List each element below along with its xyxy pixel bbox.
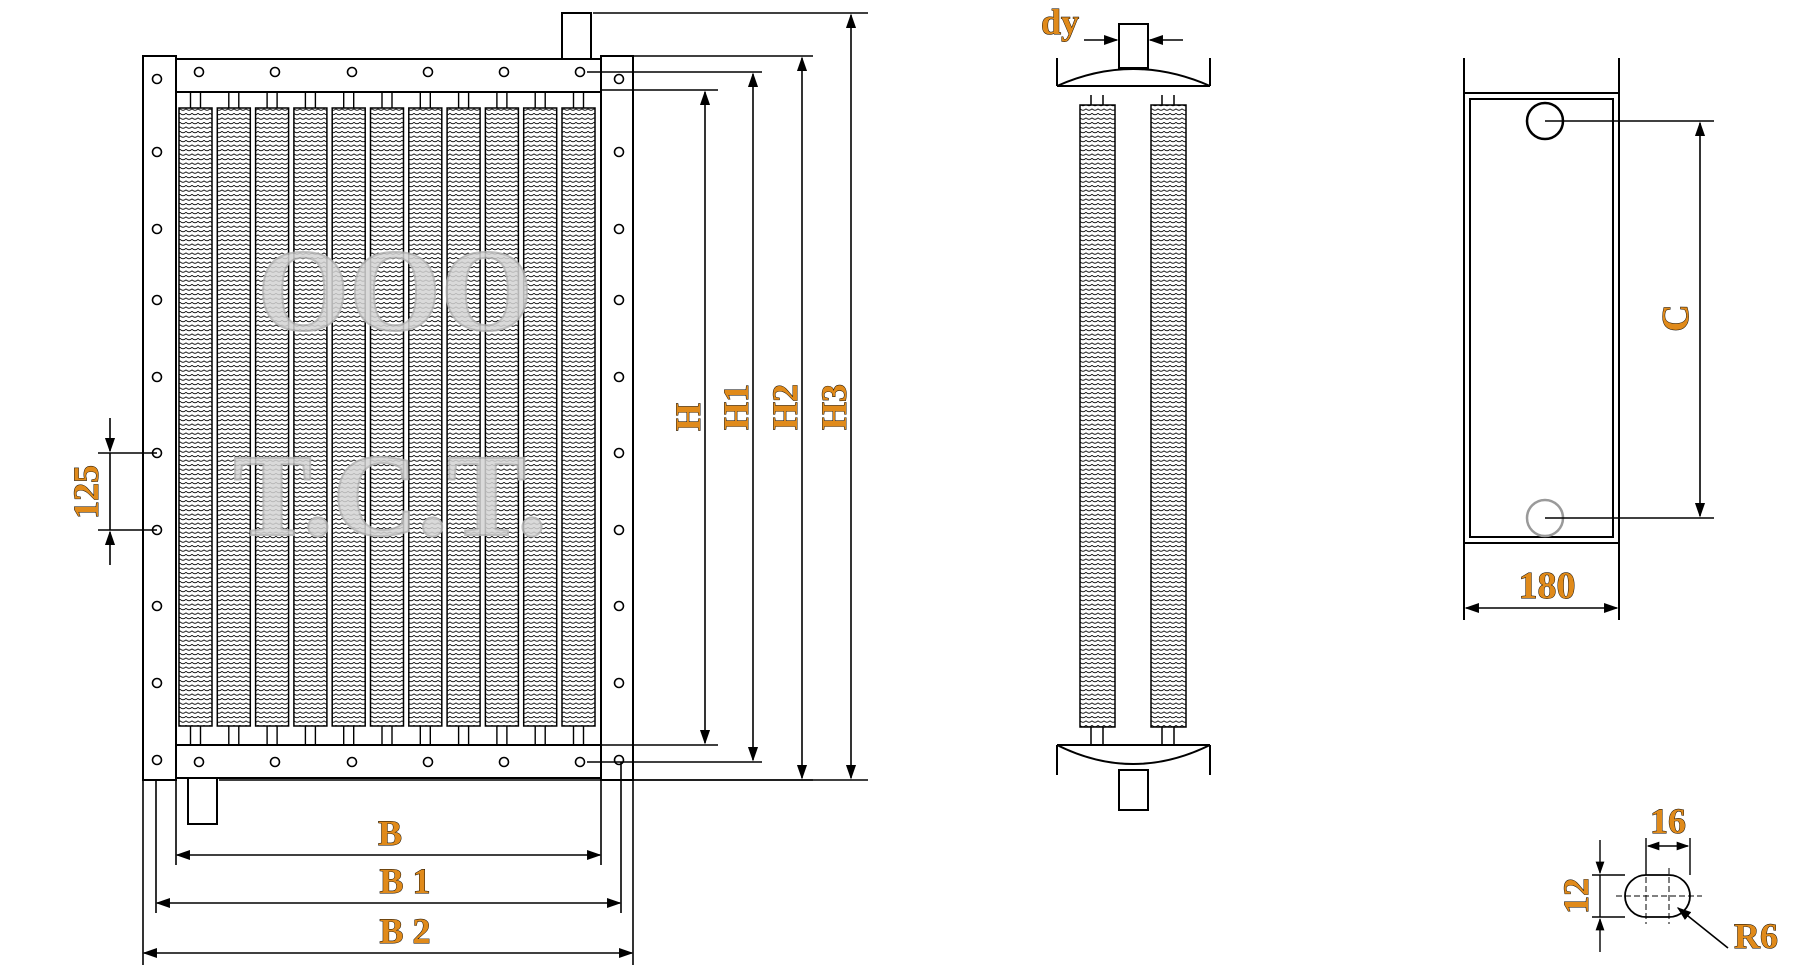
label-h3: H3 [814,384,854,430]
end-plate-inner [1469,98,1614,538]
mounting-hole [613,294,625,306]
bottom-collector [175,744,602,779]
mounting-hole [613,754,625,766]
radius-leader [1676,907,1729,949]
side-bottom-nozzle [1118,769,1149,811]
mounting-hole [151,146,163,158]
finned-tube [293,107,328,727]
mounting-holes [151,66,625,768]
mounting-hole [613,677,625,689]
mounting-hole [422,66,434,78]
finned-tube [484,107,520,727]
finned-tube [408,107,443,727]
side-top-header [1056,68,1211,87]
mounting-hole [498,66,510,78]
pitch-label: 125 [66,465,106,519]
mounting-hole [613,146,625,158]
side-top-nozzle [1118,23,1149,69]
mounting-hole [151,223,163,235]
mounting-hole [346,66,358,78]
nozzle-label: dy [1041,2,1079,42]
finned-tube [331,107,366,727]
mounting-hole [151,371,163,383]
finned-tube [216,107,252,727]
watermark-line1: OOO [257,225,532,356]
top-collector [175,58,602,93]
mounting-hole [574,66,586,78]
side-bottom-header [1056,744,1211,765]
label-b2: B 2 [379,911,430,951]
label-b: B [378,813,402,853]
mounting-hole [193,66,205,78]
watermark-line2: T.C.T. [233,430,547,561]
bottom-nozzle [187,777,218,825]
center-label: C [1655,304,1697,331]
side-view [1056,23,1211,811]
finned-tube [522,107,558,727]
mounting-hole [498,756,510,768]
top-nozzle [561,12,592,60]
end-view [1463,58,1714,620]
finned-tube [254,107,290,727]
mounting-hole [422,756,434,768]
slot-detail [1592,838,1729,952]
mounting-hole [269,66,281,78]
finned-tubes [178,92,596,745]
mounting-hole [613,223,625,235]
finned-tube [561,107,596,727]
label-h1: H1 [716,384,756,430]
side-tube-right [1150,104,1187,728]
mounting-hole [151,600,163,612]
mounting-hole [613,371,625,383]
mounting-hole [613,447,625,459]
mounting-hole [151,294,163,306]
finned-tube [369,107,405,727]
mounting-hole [151,677,163,689]
mounting-hole [193,756,205,768]
mounting-hole [613,524,625,536]
mounting-hole [613,73,625,85]
mounting-hole [269,756,281,768]
slot-width-label: 12 [1556,878,1596,914]
label-b1: B 1 [379,861,430,901]
front-dimensions [98,12,868,965]
end-plate-outer [1463,92,1620,544]
mounting-hole [613,600,625,612]
right-flange [600,55,634,781]
front-view [142,12,634,825]
width-label-180: 180 [1519,565,1576,607]
label-h2: H2 [765,384,805,430]
mounting-hole [151,73,163,85]
finned-tube [446,107,481,727]
slot-length-label: 16 [1650,801,1686,841]
label-h: H [668,403,708,431]
side-tube-left [1079,104,1116,728]
slot-radius-label: R6 [1734,916,1778,956]
finned-tube [178,107,213,727]
mounting-hole [151,754,163,766]
mounting-hole [346,756,358,768]
mounting-hole [574,756,586,768]
left-flange [142,55,177,781]
